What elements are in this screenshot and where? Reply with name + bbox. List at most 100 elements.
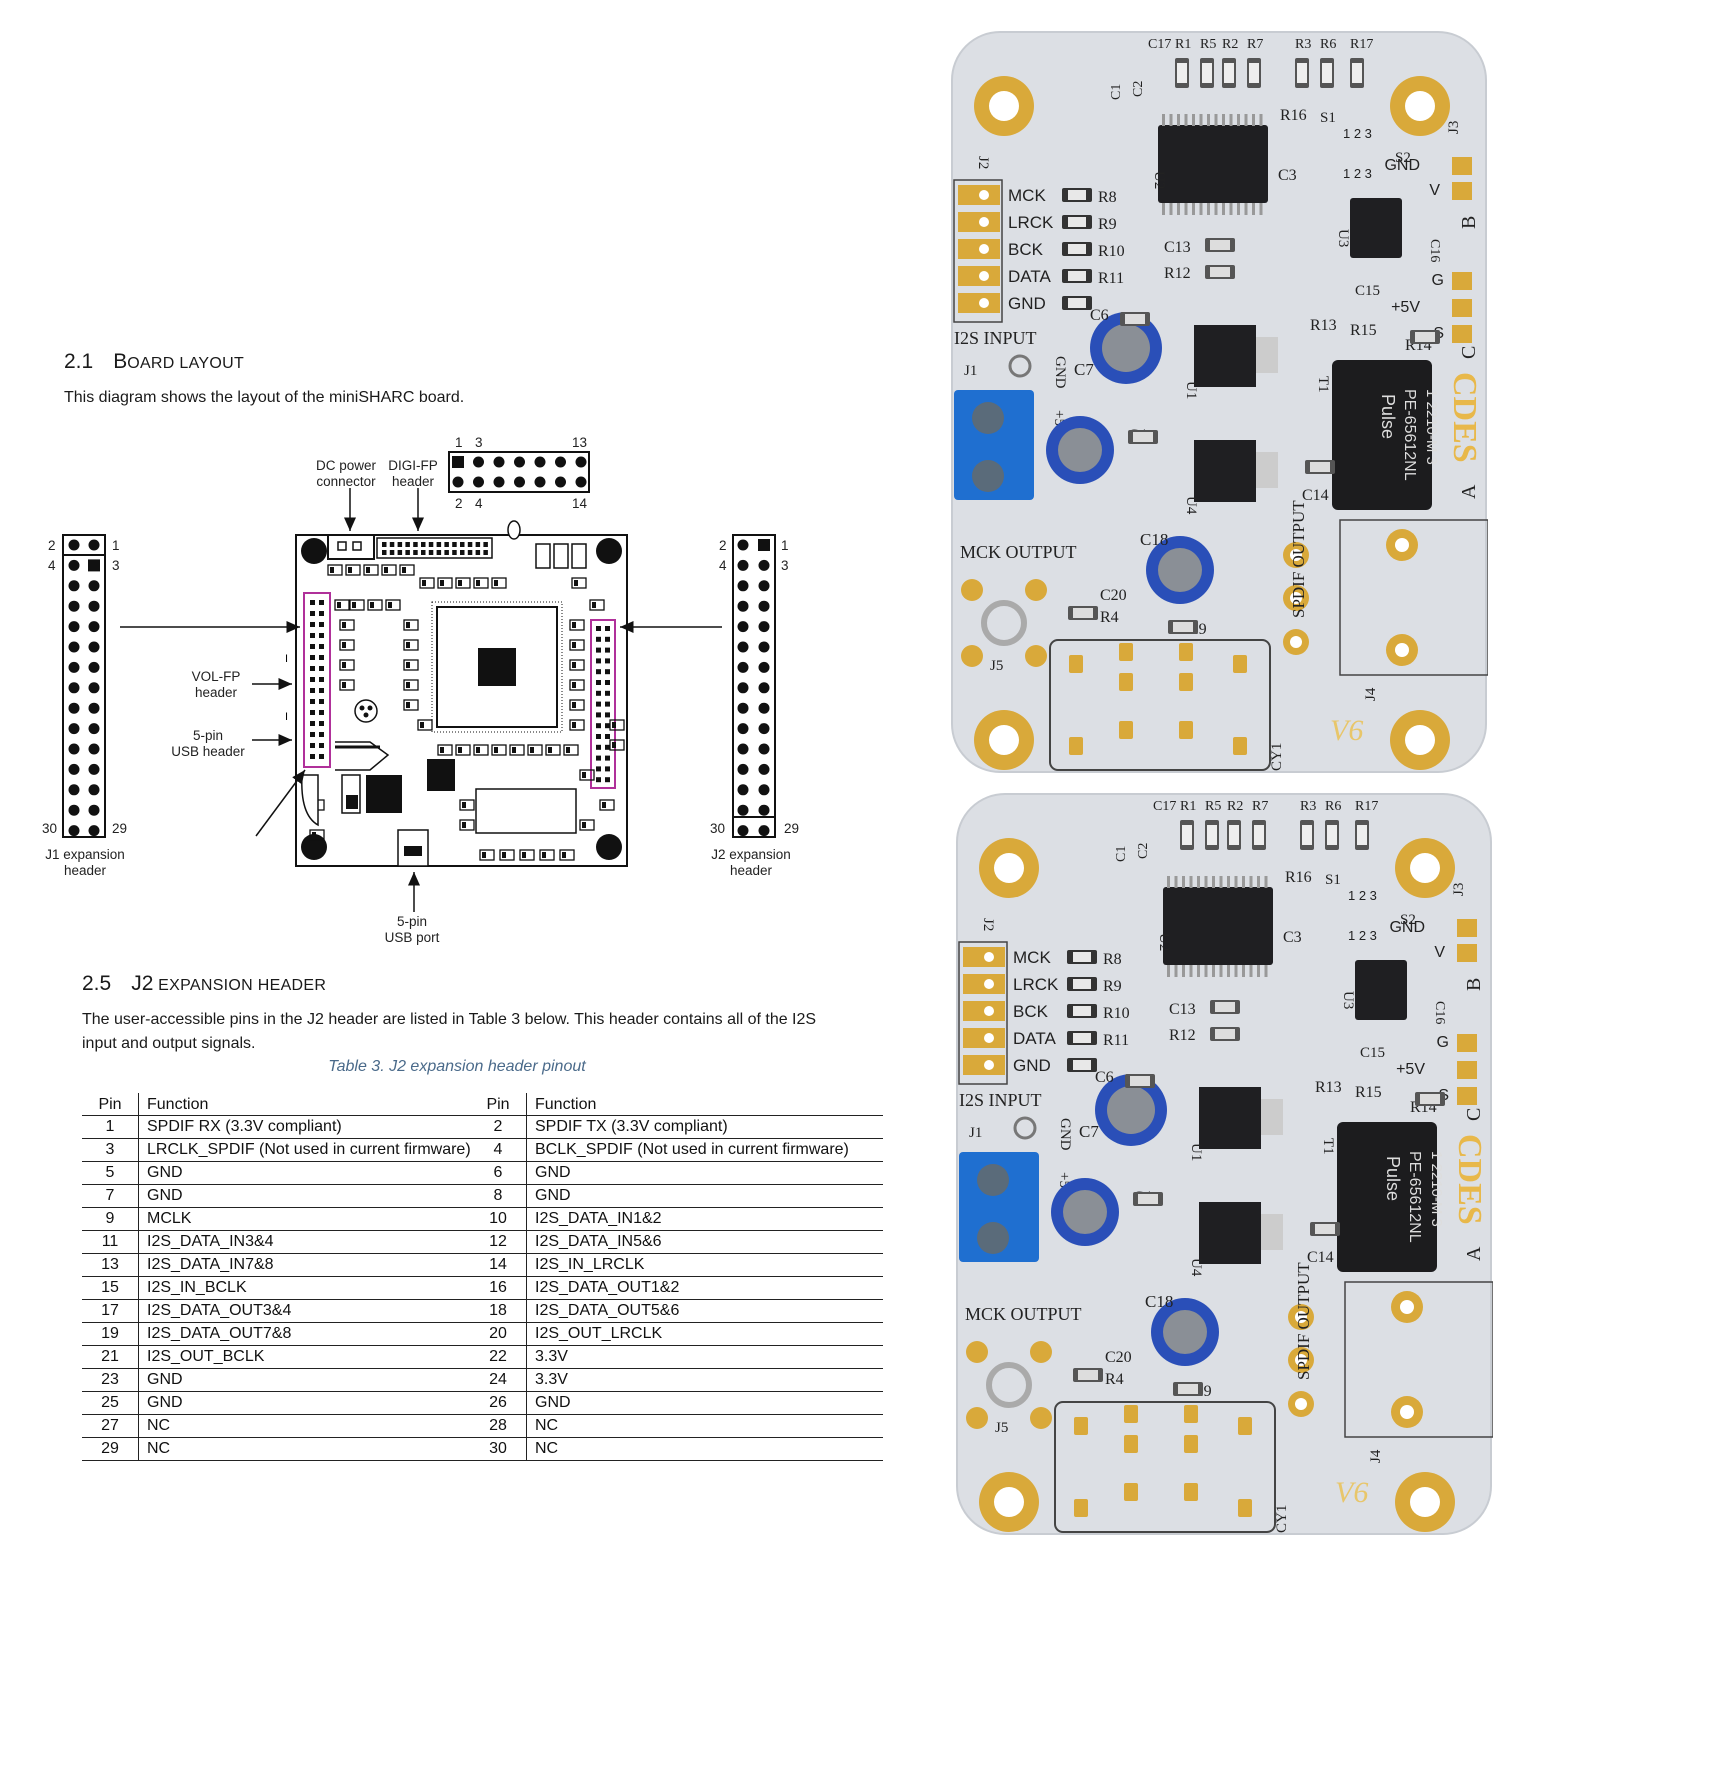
pin xyxy=(310,699,315,704)
header-pin-square xyxy=(758,539,770,551)
component-pad xyxy=(337,602,341,608)
resistor-body xyxy=(1182,825,1192,845)
cap-top xyxy=(1163,1310,1207,1354)
component xyxy=(339,679,355,691)
component xyxy=(334,599,350,611)
pin xyxy=(605,712,610,718)
j2-header-graphic xyxy=(732,534,776,838)
component xyxy=(363,564,379,576)
sma-pad xyxy=(966,1341,988,1363)
pin-function-cell: I2S_DATA_OUT1&2 xyxy=(526,1276,883,1300)
silkscreen-label: CY1 xyxy=(1274,1505,1290,1533)
pin-label: 4 xyxy=(719,558,727,573)
mounting-hole-center xyxy=(1405,725,1435,755)
component xyxy=(349,599,365,611)
header-signal-label: BCK xyxy=(1013,1002,1049,1021)
spdif-pad-hole xyxy=(1290,636,1302,648)
silkscreen-label: GND xyxy=(1057,1118,1073,1151)
header-pin-dot xyxy=(575,476,587,488)
pin-label: 2 xyxy=(719,538,727,553)
pin-function-cell: GND xyxy=(526,1184,883,1208)
header-pin-dot xyxy=(88,539,100,551)
header-signal-label: LRCK xyxy=(1013,975,1059,994)
silkscreen-label: U3 xyxy=(1340,991,1356,1009)
component-pad xyxy=(342,662,346,668)
pin xyxy=(452,542,457,547)
oscillator-pad xyxy=(1184,1435,1198,1453)
pin xyxy=(605,658,610,664)
terminal-screw xyxy=(977,1164,1009,1196)
component-pad xyxy=(406,682,410,688)
oscillator-pad xyxy=(1179,721,1193,739)
silkscreen-label: C3 xyxy=(1283,929,1302,946)
right-pin-label: +5V xyxy=(1396,1061,1425,1078)
pin xyxy=(319,710,324,715)
pin-label: 3 xyxy=(781,558,789,573)
component xyxy=(569,719,585,731)
cap-top xyxy=(1107,1086,1155,1134)
silkscreen-label: C7 xyxy=(1074,360,1094,379)
resistor-body xyxy=(1207,825,1217,845)
component-pad xyxy=(352,602,356,608)
mck-output-label: MCK OUTPUT xyxy=(965,1304,1082,1324)
pin xyxy=(428,542,434,547)
pin xyxy=(310,721,315,726)
header-pin-dot xyxy=(758,600,770,612)
header-pin-dot xyxy=(88,784,100,796)
pin-function-cell: I2S_OUT_BCLK xyxy=(138,1345,495,1369)
silkscreen-label: T1 xyxy=(1320,1138,1336,1155)
pin-number-cell: 23 xyxy=(82,1368,139,1392)
component-pad xyxy=(420,722,424,728)
pin xyxy=(310,754,315,759)
header-pin-dot xyxy=(737,661,749,673)
ic-pin xyxy=(1169,203,1173,215)
header-pin-square xyxy=(88,559,100,572)
pin-number-cell: 27 xyxy=(82,1414,139,1438)
silkscreen-label: 1 2 3 xyxy=(1348,888,1377,903)
pin-number-cell: 6 xyxy=(470,1161,527,1185)
smd-part-body xyxy=(1125,314,1145,324)
silkscreen-label: J1 xyxy=(964,363,977,379)
component xyxy=(569,619,585,631)
silkscreen-label: R10 xyxy=(1098,243,1125,260)
pin xyxy=(319,688,324,693)
sma-pad xyxy=(1030,1407,1052,1429)
header-pin-dot xyxy=(758,661,770,673)
header-pin-dot xyxy=(758,702,770,714)
header-pin-dot xyxy=(758,580,770,592)
component-pad xyxy=(388,602,392,608)
ic-pin xyxy=(1204,876,1208,888)
header-signal-label: BCK xyxy=(1008,240,1044,259)
pin-number-cell: 11 xyxy=(82,1230,139,1254)
header-pin-dot xyxy=(758,559,770,571)
resistor-body xyxy=(1073,979,1091,989)
header-pin-dot xyxy=(88,621,100,633)
resistor-body xyxy=(1322,63,1332,83)
component-pad xyxy=(572,662,576,668)
pin-function-cell: LRCLK_SPDIF (Not used in current firmwar… xyxy=(138,1138,495,1162)
component-pad xyxy=(458,580,462,586)
pin xyxy=(428,550,434,555)
pin xyxy=(483,550,488,555)
pin xyxy=(382,542,387,547)
header-pin-dot xyxy=(68,743,80,755)
pin xyxy=(310,688,315,693)
transformer-part-number: PE-65612NL xyxy=(1406,1151,1423,1243)
header-pad-hole xyxy=(984,952,994,962)
toslink-pad-hole xyxy=(1400,1300,1414,1314)
section-number: 2.5 xyxy=(82,972,112,995)
header-pad-hole xyxy=(984,1060,994,1070)
brand-logo: CDES xyxy=(1446,372,1483,463)
ic-pin xyxy=(1237,203,1240,215)
component xyxy=(455,744,471,756)
component xyxy=(473,577,489,589)
component-pad xyxy=(482,852,486,858)
ic-pin xyxy=(1257,965,1260,977)
sma-pad xyxy=(966,1407,988,1429)
mounting-hole-center xyxy=(1410,1487,1440,1517)
pin xyxy=(389,542,395,547)
smd-part-body xyxy=(1215,1002,1235,1012)
oscillator-pad xyxy=(1069,655,1083,673)
